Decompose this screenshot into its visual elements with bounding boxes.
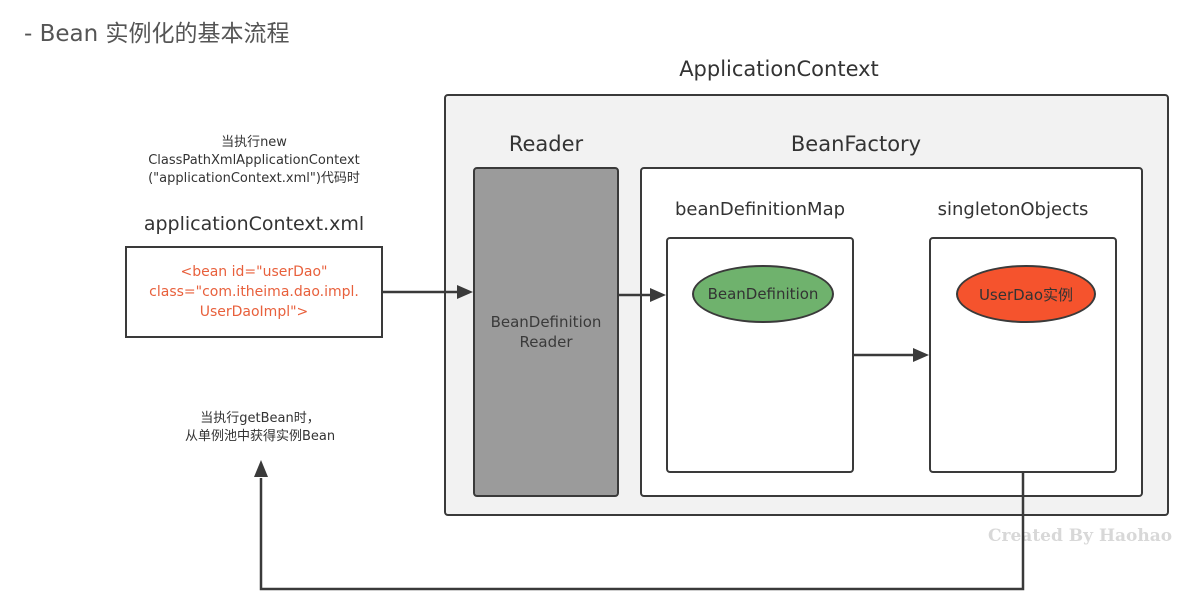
note-get-bean: 当执行getBean时， 从单例池中获得实例Bean [150,410,370,446]
xml-config-box [125,246,383,338]
arrowhead-map [650,288,666,302]
singleton-objects-label: singletonObjects [937,199,1089,220]
note-new-context-line-1: 当执行new [221,135,287,150]
note-new-context: 当执行new ClassPathXmlApplicationContext ("… [114,134,394,188]
arrowhead-reader [457,285,473,299]
note-new-context-line-2: ClassPathXmlApplicationContext [148,153,360,168]
reader-text-line-1: BeanDefinition [490,313,602,331]
note-get-bean-line-2: 从单例池中获得实例Bean [184,429,336,444]
arrow-singletons-to-getbean [259,473,1025,591]
reader-text-line-2: Reader [519,333,573,351]
slide-title: - Bean 实例化的基本流程 [24,21,290,47]
arrowhead-singletons [913,348,929,362]
watermark: Created By Haohao [988,526,1173,546]
userdao-instance-node-label: UserDao实例 [978,285,1074,304]
bean-definition-node: BeanDefinition [692,265,834,323]
arrowhead-getbean [254,460,268,477]
bean-definition-reader-box [473,167,619,497]
bean-definition-reader-text: BeanDefinition Reader [473,312,619,352]
xml-line-3: UserDaoImpl"> [199,304,309,320]
xml-line-1: <bean id="userDao" [180,264,328,280]
note-new-context-line-3: ("applicationContext.xml")代码时 [148,171,360,186]
note-get-bean-line-1: 当执行getBean时， [200,411,320,426]
application-context-label: ApplicationContext [679,57,879,81]
bean-definition-node-label: BeanDefinition [707,285,819,303]
reader-label: Reader [508,132,584,156]
userdao-instance-node: UserDao实例 [956,265,1096,323]
xml-config-content: <bean id="userDao" class="com.itheima.da… [125,262,383,322]
bean-definition-map-label: beanDefinitionMap [674,199,846,220]
bean-factory-label: BeanFactory [790,132,922,156]
xml-file-label: applicationContext.xml [143,213,365,235]
xml-line-2: class="com.itheima.dao.impl. [149,284,359,300]
